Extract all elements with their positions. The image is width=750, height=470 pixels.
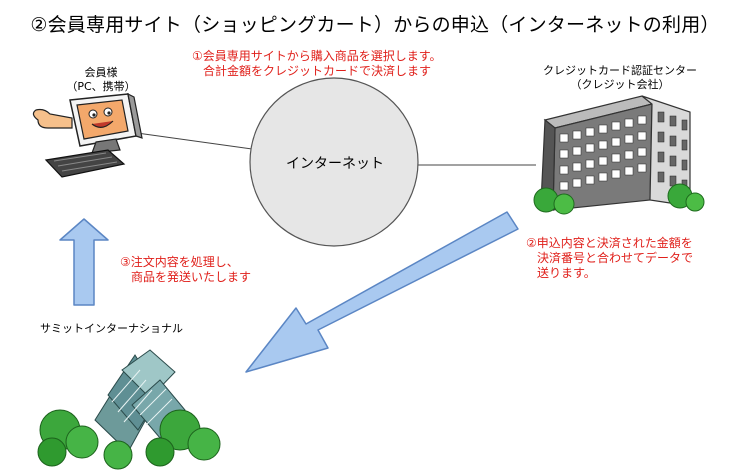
step2-line2: 決済番号と合わせてデータで — [537, 251, 694, 265]
internet-label: インターネット — [286, 156, 384, 172]
step2-line1: ②申込内容と決済された金額を — [526, 236, 693, 250]
step3-line2: 商品を発送いたします — [131, 270, 252, 284]
step1-line2: 合計金額をクレジットカードで決済します — [203, 64, 432, 78]
arrow-to-company — [245, 211, 519, 373]
step1-line1: ①会員専用サイトから購入商品を選択します。 — [192, 49, 442, 63]
company-label: サミットインターナショナル — [40, 322, 183, 335]
card-center-label-line2: （クレジット会社） — [570, 78, 670, 91]
member-label-line2: （PC、携帯） — [66, 80, 136, 93]
step2-line3: 送ります。 — [537, 266, 596, 280]
connector-member-internet — [136, 132, 253, 150]
member-label: 会員様 （PC、携帯） — [56, 66, 146, 94]
step1-text: ①会員専用サイトから購入商品を選択します。 合計金額をクレジットカードで決済しま… — [192, 49, 522, 79]
computer-icon — [32, 92, 143, 178]
company-buildings-icon — [37, 349, 221, 470]
step3-text: ③注文内容を処理し、 商品を発送いたします — [120, 255, 320, 285]
member-label-line1: 会員様 — [84, 66, 118, 79]
card-center-label: クレジットカード認証センター （クレジット会社） — [520, 64, 720, 92]
internet-circle — [249, 77, 419, 247]
step2-text: ②申込内容と決済された金額を 決済番号と合わせてデータで 送ります。 — [526, 236, 736, 281]
arrow-to-member — [59, 218, 109, 306]
step3-line1: ③注文内容を処理し、 — [120, 255, 239, 269]
office-building-icon — [533, 95, 705, 215]
page-title: ②会員専用サイト（ショッピングカート）からの申込（インターネットの利用） — [30, 14, 720, 36]
card-center-label-line1: クレジットカード認証センター — [543, 64, 697, 77]
